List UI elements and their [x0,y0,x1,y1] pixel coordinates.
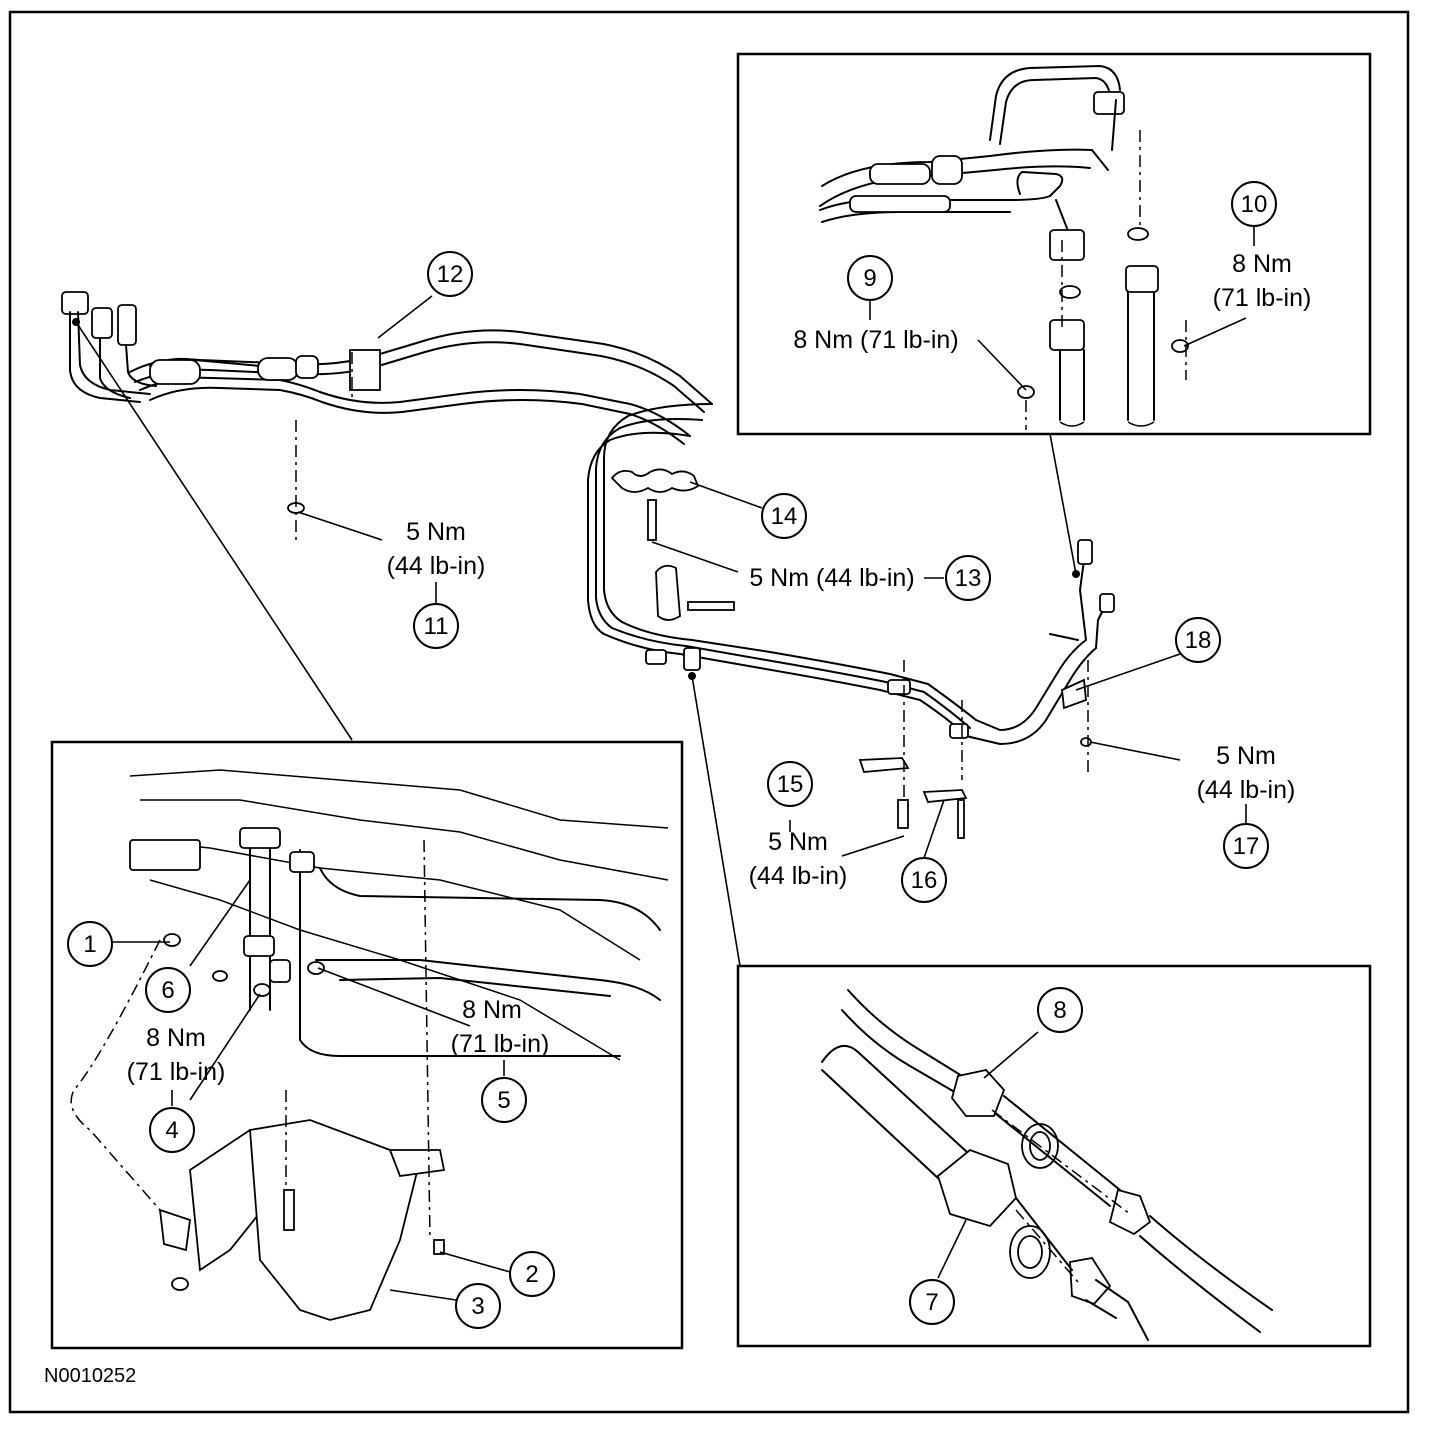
torque-labels: 8 Nm (71 lb-in) 8 Nm (71 lb-in) 5 Nm (44… [127,250,1312,1086]
svg-text:7: 7 [925,1289,938,1316]
torque-label-11-line-2: (44 lb-in) [387,552,486,580]
callout-6: 6 [145,967,191,1013]
svg-text:15: 15 [777,771,804,798]
inset-bottom-left [50,740,684,1350]
callout-15: 15 [767,761,813,807]
torque-label-5-line-1: 8 Nm [462,996,522,1024]
torque-label-11-line-1: 5 Nm [406,518,466,546]
svg-text:5: 5 [497,1087,510,1114]
callout-16: 16 [901,857,947,903]
torque-label-15-line-2: (44 lb-in) [749,862,848,890]
torque-label-5-line-2: (71 lb-in) [451,1030,550,1058]
svg-text:9: 9 [863,265,876,292]
svg-text:3: 3 [471,1293,484,1320]
callout-1: 1 [67,921,113,967]
callout-7: 7 [909,1279,955,1325]
figure-id: N0010252 [44,1365,136,1387]
callout-5: 5 [481,1077,527,1123]
svg-text:18: 18 [1185,627,1212,654]
torque-label-13: 5 Nm (44 lb-in) [749,564,914,592]
svg-text:11: 11 [424,613,449,640]
svg-text:6: 6 [161,977,174,1004]
torque-label-10-line-1: 8 Nm [1232,250,1292,278]
svg-text:4: 4 [165,1117,178,1144]
svg-text:16: 16 [911,867,938,894]
leader-lines [171,226,1255,1106]
torque-label-10-line-2: (71 lb-in) [1213,284,1312,312]
torque-label-17-line-2: (44 lb-in) [1197,776,1296,804]
svg-text:14: 14 [771,503,798,530]
torque-label-4-line-1: 8 Nm [146,1024,206,1052]
callouts: 1 2 3 4 5 6 7 8 9 10 11 12 13 14 15 16 1… [67,181,1277,1329]
svg-text:8: 8 [1053,997,1066,1024]
callout-11: 11 [413,603,459,649]
callout-12: 12 [427,251,473,297]
svg-text:1: 1 [83,931,96,958]
callout-17: 17 [1223,823,1269,869]
callout-10: 10 [1231,181,1277,227]
svg-text:17: 17 [1233,833,1260,860]
svg-text:10: 10 [1241,191,1268,218]
inset-top-right [736,52,1372,436]
torque-label-15-line-1: 5 Nm [768,828,828,856]
callout-9: 9 [847,255,893,301]
torque-label-17-line-1: 5 Nm [1216,742,1276,770]
svg-text:12: 12 [437,261,464,288]
torque-label-4-line-2: (71 lb-in) [127,1058,226,1086]
torque-label-9: 8 Nm (71 lb-in) [793,326,958,354]
callout-4: 4 [149,1107,195,1153]
callout-3: 3 [455,1283,501,1329]
callout-13: 13 [945,555,991,601]
callout-2: 2 [509,1251,555,1297]
svg-text:13: 13 [955,565,982,592]
svg-text:2: 2 [525,1261,538,1288]
callout-8: 8 [1037,987,1083,1033]
callout-14: 14 [761,493,807,539]
callout-18: 18 [1175,617,1221,663]
cooler-line-assembly [61,291,1115,967]
